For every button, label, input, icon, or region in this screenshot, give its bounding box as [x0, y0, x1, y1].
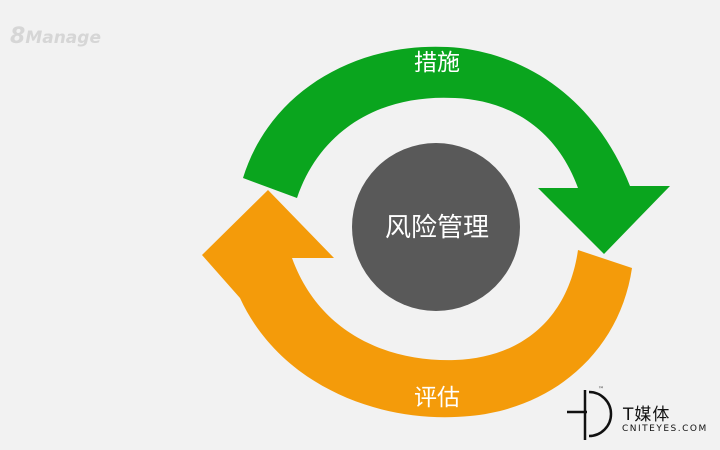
8manage-watermark-logo: 8Manage	[10, 24, 101, 49]
center-label: 风险管理	[385, 213, 489, 243]
brand-name-cn: T媒体	[623, 405, 671, 425]
logo-digit: 8	[10, 24, 26, 49]
assessment-arrow	[202, 190, 632, 418]
center-circle	[352, 143, 520, 311]
brand-mark-icon	[567, 390, 613, 440]
tmedia-brand-logo: ™ T媒体 CNITEYES.COM	[565, 384, 715, 444]
assessment-label: 评估	[414, 385, 460, 411]
trademark-sign: ™	[598, 386, 604, 393]
measures-label: 措施	[414, 50, 460, 76]
logo-text: Manage	[25, 28, 101, 48]
measures-arrow	[243, 46, 670, 254]
brand-name-en: CNITEYES.COM	[622, 424, 708, 434]
